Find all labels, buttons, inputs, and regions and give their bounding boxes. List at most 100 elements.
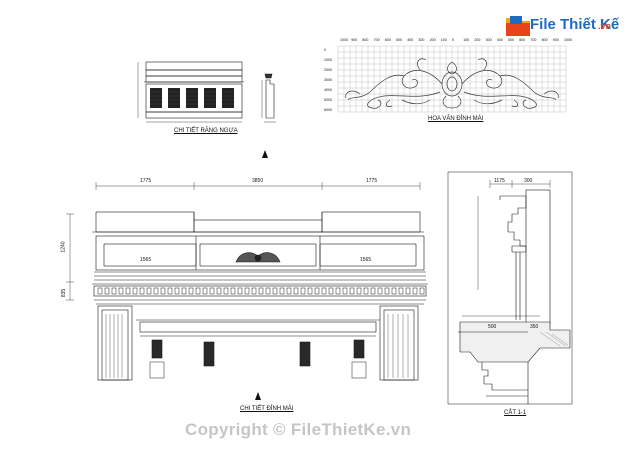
hoa-van-ornament — [345, 58, 559, 109]
dentil — [160, 287, 166, 295]
grid-x-label: 500 — [396, 38, 402, 42]
dentil — [202, 287, 208, 295]
dentil — [216, 287, 222, 295]
dentil — [244, 287, 250, 295]
dentil — [97, 287, 103, 295]
cat-dim-bottom-b: 350 — [530, 324, 539, 330]
grid-x-label: 700 — [373, 38, 380, 42]
dentil — [412, 287, 418, 295]
grid-y-label: 5000 — [324, 98, 332, 102]
dentil — [209, 287, 215, 295]
grid-y-label: 3000 — [324, 78, 332, 82]
dentil — [265, 287, 271, 295]
consoles — [151, 339, 365, 367]
dentil-blocks — [150, 88, 234, 108]
dentil — [111, 287, 117, 295]
brand-name: File Thiết Kế — [530, 16, 620, 33]
grid-y-label: 4000 — [324, 88, 332, 92]
dentil — [405, 287, 411, 295]
grid-x-label: 1000 — [340, 38, 348, 42]
dentil-row — [97, 287, 425, 295]
dentil — [307, 287, 313, 295]
dim-top-right: 1775 — [366, 178, 378, 184]
grid-x-label: 0 — [452, 38, 454, 42]
folder-icon — [506, 16, 530, 36]
grid-x-label: 500 — [508, 38, 514, 42]
grid-x-label: 900 — [552, 38, 559, 42]
dentil — [349, 287, 355, 295]
grid-x-label: 600 — [519, 38, 526, 42]
dentil — [258, 287, 264, 295]
dentil — [370, 287, 376, 295]
grid-y-label: 2000 — [324, 68, 332, 72]
dentil — [223, 287, 229, 295]
grid-x-label: 200 — [474, 38, 481, 42]
dentil — [139, 287, 145, 295]
grid-y-label: 6000 — [324, 108, 332, 112]
hoa-van-title: HOA VĂN ĐỈNH MÁI — [428, 116, 484, 122]
grid-x-label: 200 — [429, 38, 436, 42]
cat-dim-top-a: 1175 — [494, 178, 505, 184]
copyright-watermark: Copyright © FileThietKe.vn — [185, 420, 412, 439]
dentil — [146, 287, 152, 295]
dentil — [314, 287, 320, 295]
grid-y-label: 0 — [324, 48, 326, 52]
dentil — [321, 287, 327, 295]
cat-dim-bottom-a: 500 — [488, 324, 497, 330]
dentil — [174, 287, 180, 295]
dentil — [251, 287, 257, 295]
dentil — [391, 287, 397, 295]
dentil — [363, 287, 369, 295]
dentil — [279, 287, 285, 295]
dentil — [188, 287, 194, 295]
cat-title: CẮT 1-1 — [504, 410, 527, 416]
dentil — [153, 287, 159, 295]
dentil — [195, 287, 201, 295]
grid-x-label: 600 — [384, 38, 391, 42]
brand-domain: .vn — [598, 21, 612, 31]
grid-x-label: 300 — [418, 38, 425, 42]
cat-section — [447, 171, 573, 405]
dentil — [181, 287, 187, 295]
dentil — [125, 287, 131, 295]
hoa-van-grid — [337, 45, 567, 113]
dentil — [377, 287, 383, 295]
pilaster-flutes — [105, 314, 409, 378]
dim-panel-left: 1565 — [140, 257, 152, 263]
dentil — [328, 287, 334, 295]
dentil — [293, 287, 299, 295]
grid-x-label: 1000 — [564, 38, 572, 42]
cat-dim-top-b: 300 — [524, 178, 533, 184]
dentil — [356, 287, 362, 295]
grid-x-label: 400 — [496, 38, 503, 42]
dentil — [300, 287, 306, 295]
dentil-hatching — [150, 91, 234, 105]
rang-ngua-title: CHI TIẾT RĂNG NGỰA — [174, 128, 238, 134]
dinh-mai-elevation — [66, 150, 428, 400]
dim-left-lower: 835 — [61, 288, 68, 298]
grid-y-label: 1000 — [324, 58, 332, 62]
dim-left-upper: 1240 — [60, 241, 67, 253]
dentil — [335, 287, 341, 295]
dentil — [384, 287, 390, 295]
grid-x-label: 800 — [541, 38, 548, 42]
grid-x-label: 900 — [351, 38, 358, 42]
dentil — [118, 287, 124, 295]
grid-x-label: 800 — [362, 38, 369, 42]
grid-x-label: 100 — [440, 38, 447, 42]
dim-panel-right: 1565 — [360, 257, 372, 263]
grid-x-label: 400 — [407, 38, 414, 42]
rang-ngua-detail — [137, 61, 276, 123]
slab-hatch — [539, 331, 569, 347]
dentil — [342, 287, 348, 295]
dentil — [104, 287, 110, 295]
dentil — [230, 287, 236, 295]
dim-top-center: 3850 — [252, 178, 264, 184]
dentil — [167, 287, 173, 295]
dim-top-left: 1775 — [140, 178, 152, 184]
dentil — [398, 287, 404, 295]
dentil — [132, 287, 138, 295]
dentil — [286, 287, 292, 295]
